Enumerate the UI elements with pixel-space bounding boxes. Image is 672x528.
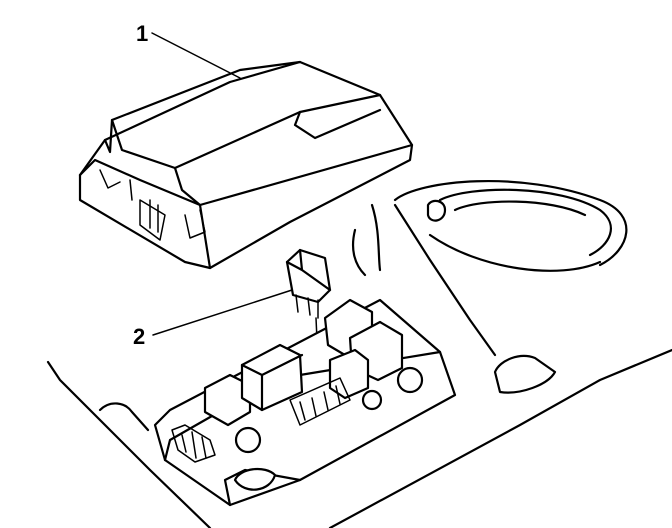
callout-1-label: 1 [136, 21, 148, 46]
mounting-tab [98, 402, 150, 432]
fuse-block-base [153, 298, 457, 507]
hose [351, 203, 382, 277]
compartment-edges [46, 203, 672, 528]
bracket-boss [493, 354, 557, 394]
callout-2-label: 2 [133, 324, 145, 349]
fuse-block-cover [78, 60, 414, 270]
reservoir-cap [393, 179, 628, 272]
callout-leaders [151, 32, 293, 336]
